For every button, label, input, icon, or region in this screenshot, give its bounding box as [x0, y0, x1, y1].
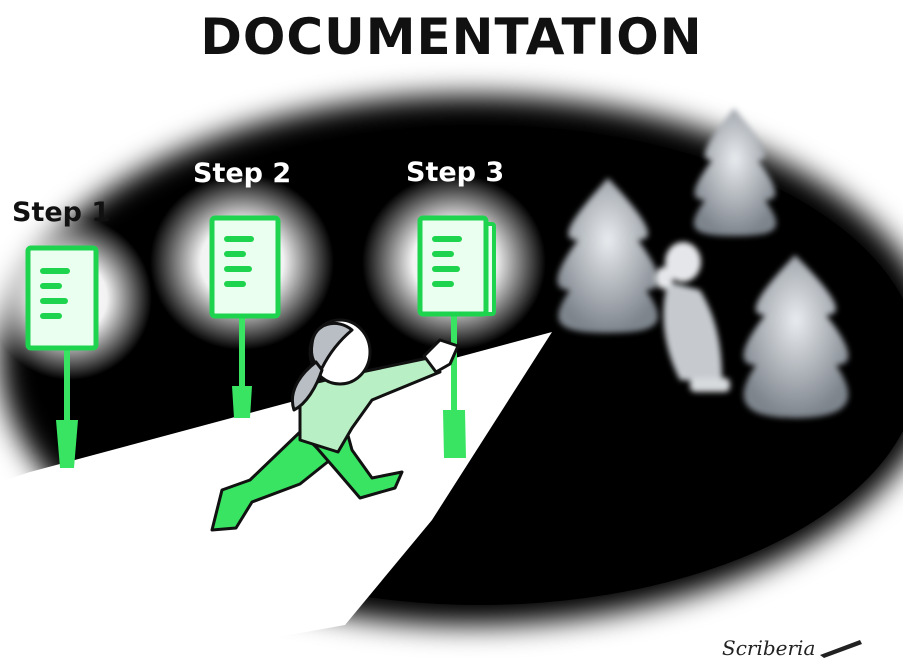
step-2-label: Step 2: [193, 158, 292, 189]
page-title: DOCUMENTATION: [200, 8, 703, 66]
document-sign-icon: [209, 215, 281, 418]
tree-icon: [557, 178, 659, 333]
step-1-label: Step 1: [12, 197, 111, 228]
step-3-label: Step 3: [406, 157, 505, 188]
signature-logo: Scriberia: [722, 636, 816, 660]
tree-icon: [743, 255, 849, 418]
pen-icon: [820, 640, 862, 658]
tree-icon: [693, 108, 777, 236]
document-sign-icon: [25, 245, 99, 468]
path-road: [0, 332, 552, 669]
person-running-icon: [210, 318, 460, 532]
document-sign-icon: [417, 215, 496, 458]
scared-person-icon: [655, 242, 730, 392]
